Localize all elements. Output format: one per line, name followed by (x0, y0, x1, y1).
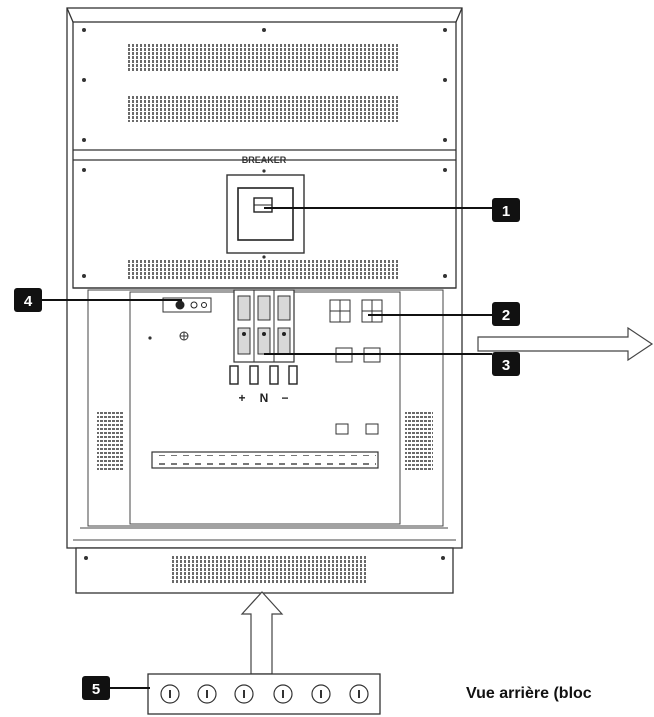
diagram-caption: Vue arrière (bloc (466, 685, 592, 702)
breaker: BREAKER (226, 155, 305, 259)
callout-3-number: 3 (502, 357, 510, 374)
callout-2: 2 (492, 302, 520, 326)
din-rail (151, 451, 379, 469)
callout-4: 4 (14, 288, 42, 312)
battery-connector-module (147, 673, 381, 715)
callout-5: 5 (82, 676, 110, 700)
side-vents (97, 412, 433, 470)
breaker-label: BREAKER (242, 155, 287, 165)
callout-4-number: 4 (24, 293, 33, 310)
upward-arrow (240, 591, 284, 675)
callout-1-number: 1 (502, 203, 510, 220)
callout-1: 1 (492, 198, 520, 222)
comm-port-panel (148, 297, 212, 341)
terminal-neutral-label: N (260, 391, 269, 405)
right-arrow (477, 326, 654, 362)
terminal-plus-label: + (238, 391, 245, 405)
dc-terminal-block (229, 289, 298, 385)
callout-3: 3 (492, 352, 520, 376)
terminal-labels: + N − (238, 391, 288, 405)
panel-screws (82, 28, 447, 278)
terminal-minus-label: − (281, 391, 288, 405)
top-vent-grilles (128, 44, 400, 280)
base-plinth (75, 547, 454, 594)
callout-5-number: 5 (92, 681, 100, 698)
callout-2-number: 2 (502, 307, 510, 324)
callout-leader-lines (42, 207, 492, 689)
dry-contact-connectors (329, 299, 383, 435)
